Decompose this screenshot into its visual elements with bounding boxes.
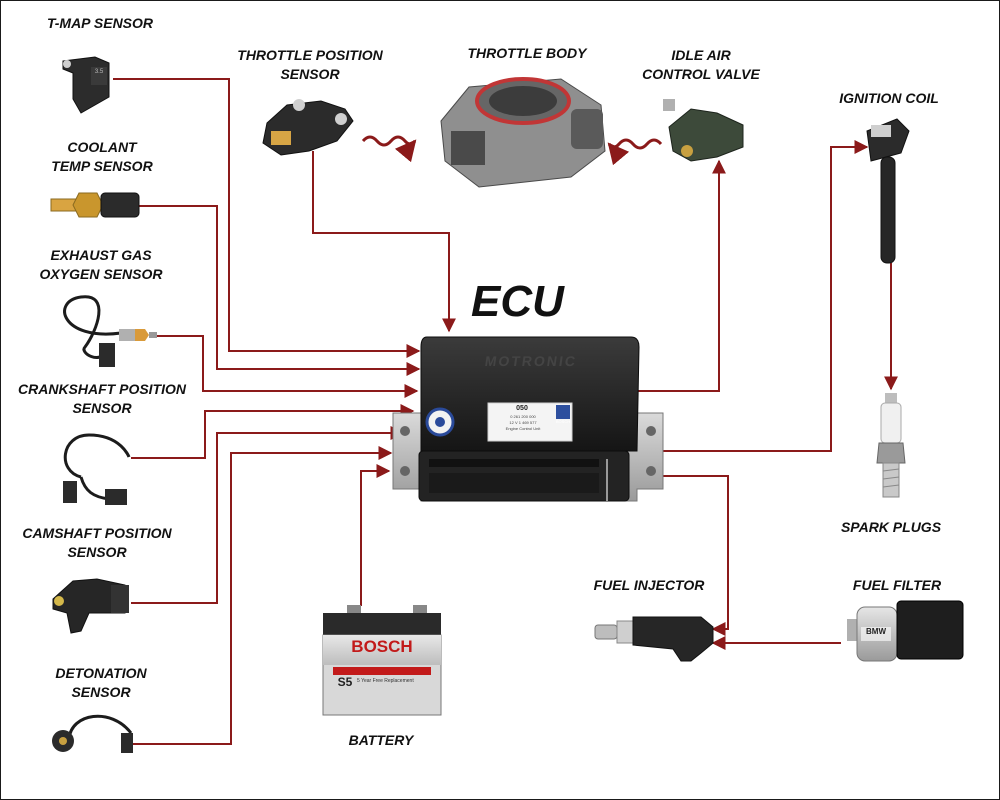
label-crank-line-1: CRANKSHAFT POSITION — [18, 381, 186, 397]
battery-icon — [322, 605, 442, 716]
tps-icon — [262, 99, 354, 156]
label-t-map-sensor-line-1: T-MAP SENSOR — [46, 15, 154, 31]
label-fuel-filter-line-1: FUEL FILTER — [852, 577, 942, 593]
ecu-brand-text: MOTRONIC — [483, 353, 579, 369]
t-map-part-mark: 3.5 — [94, 69, 104, 75]
throttle-body-icon — [440, 77, 606, 188]
label-coolant-temp-sensor: COOLANT TEMP SENSOR — [41, 138, 163, 176]
label-battery-line-1: BATTERY — [348, 732, 414, 748]
wire-iac-to-throttle-body — [607, 138, 663, 166]
label-exhaust-gas-oxygen-sensor: EXHAUST GAS OXYGEN SENSOR — [31, 246, 171, 284]
label-throttle-body: THROTTLE BODY — [457, 44, 597, 63]
label-detonation-line-2: SENSOR — [71, 684, 131, 700]
label-tps-line-2: SENSOR — [280, 66, 340, 82]
crank-sensor-icon — [63, 433, 131, 505]
label-spark-plugs: SPARK PLUGS — [829, 518, 953, 537]
label-camshaft-position-sensor: CAMSHAFT POSITION SENSOR — [17, 524, 177, 562]
label-iac-line-1: IDLE AIR — [671, 47, 731, 63]
wire-o2-to-ecu — [153, 335, 419, 398]
label-detonation-line-1: DETONATION — [55, 665, 147, 681]
wires — [113, 78, 898, 745]
ignition-coil-icon — [866, 118, 910, 264]
wire-ecu-to-iac — [637, 159, 726, 392]
wire-ecu-to-injector — [615, 475, 729, 636]
label-t-map-sensor: T-MAP SENSOR — [41, 14, 159, 33]
label-ignition-coil-line-1: IGNITION COIL — [839, 90, 939, 106]
label-throttle-position-sensor: THROTTLE POSITION SENSOR — [227, 46, 393, 84]
wire-tps-to-throttle-body — [361, 135, 417, 163]
t-map-sensor-icon — [62, 56, 110, 114]
label-o2-line-2: OXYGEN SENSOR — [39, 266, 163, 282]
injector-icon — [594, 616, 714, 662]
label-idle-air-control-valve: IDLE AIR CONTROL VALVE — [631, 46, 771, 84]
fuel-filter-brand: BMW — [866, 627, 886, 636]
label-fuel-injector-line-1: FUEL INJECTOR — [593, 577, 705, 593]
label-crankshaft-position-sensor: CRANKSHAFT POSITION SENSOR — [13, 380, 191, 418]
label-o2-line-1: EXHAUST GAS — [50, 247, 152, 263]
knock-sensor-icon — [52, 714, 133, 753]
label-fuel-filter: FUEL FILTER — [843, 576, 951, 595]
label-iac-line-2: CONTROL VALVE — [642, 66, 760, 82]
wire-tmap-to-ecu — [113, 78, 421, 358]
ecu-sticker-code: 050 — [516, 405, 528, 412]
oxygen-sensor-icon — [63, 295, 157, 367]
label-tps-line-1: THROTTLE POSITION — [237, 47, 383, 63]
wire-coolant-to-ecu — [139, 205, 421, 376]
wire-knock-to-ecu — [131, 446, 393, 745]
ecu-title: ECU — [471, 277, 564, 326]
cam-sensor-icon — [52, 578, 129, 634]
ecu-sticker-line-1: 0 261 200 000 — [510, 414, 536, 419]
label-ignition-coil: IGNITION COIL — [827, 89, 951, 108]
wire-tps-to-ecu — [312, 151, 456, 333]
ecu-sticker-line-2: 12 V 1 469 577 — [509, 420, 537, 425]
wire-cam-to-ecu — [131, 426, 405, 604]
label-fuel-injector: FUEL INJECTOR — [587, 576, 711, 595]
label-throttle-body-line-1: THROTTLE BODY — [467, 45, 587, 61]
ecu-unit — [392, 336, 664, 502]
battery-tagline: 5 Year Free Replacement — [357, 678, 414, 684]
label-coolant-line-2: TEMP SENSOR — [51, 158, 153, 174]
wire-ecu-to-coil — [661, 140, 869, 452]
label-crank-line-2: SENSOR — [72, 400, 132, 416]
wire-crank-to-ecu — [131, 404, 415, 459]
battery-brand: BOSCH — [351, 637, 413, 656]
label-detonation-sensor: DETONATION SENSOR — [41, 664, 161, 702]
wire-battery-to-ecu — [360, 464, 391, 606]
label-coolant-line-1: COOLANT — [67, 139, 137, 155]
label-cam-line-2: SENSOR — [67, 544, 127, 560]
fuel-filter-icon — [847, 600, 964, 662]
spark-plug-icon — [876, 393, 906, 498]
idle-air-valve-icon — [663, 99, 744, 162]
battery-model: S5 — [337, 675, 353, 689]
ecu-sticker-line-4: BOSCH — [555, 419, 571, 424]
coolant-temp-sensor-icon — [50, 192, 140, 218]
label-battery: BATTERY — [331, 731, 431, 750]
label-spark-plugs-line-1: SPARK PLUGS — [840, 519, 942, 535]
ecu-sticker-line-3: Engine Control Unit — [505, 426, 541, 431]
label-cam-line-1: CAMSHAFT POSITION — [22, 525, 172, 541]
